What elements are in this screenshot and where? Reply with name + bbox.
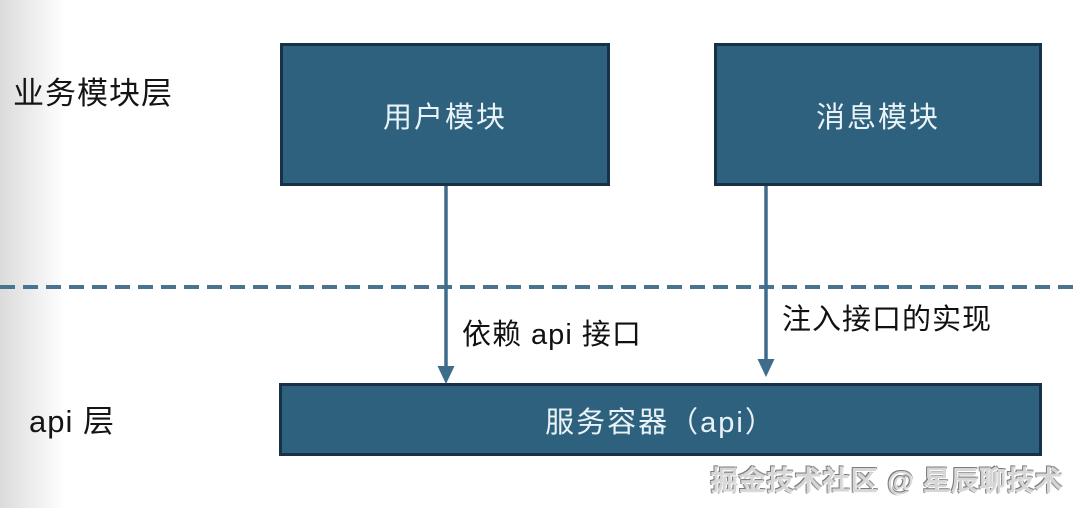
- watermark-text: 掘金技术社区 @ 星辰聊技术: [710, 466, 1063, 496]
- inject-impl-arrow-label: 注入接口的实现: [782, 304, 993, 336]
- depend-api-arrow-label: 依赖 api 接口: [462, 319, 642, 351]
- message-module-label: 消息模块: [815, 101, 940, 134]
- service-container-box: 服务容器（api）: [279, 383, 1042, 456]
- depend-arrow-head-icon: [437, 366, 455, 384]
- user-module-label: 用户模块: [382, 101, 507, 134]
- api-layer-label: api 层: [29, 404, 115, 439]
- service-container-label: 服务容器（api）: [545, 406, 776, 439]
- business-layer-label: 业务模块层: [13, 76, 173, 111]
- inject-arrow-head-icon: [757, 359, 775, 377]
- user-module-box: 用户模块: [280, 43, 610, 186]
- message-module-box: 消息模块: [714, 43, 1042, 186]
